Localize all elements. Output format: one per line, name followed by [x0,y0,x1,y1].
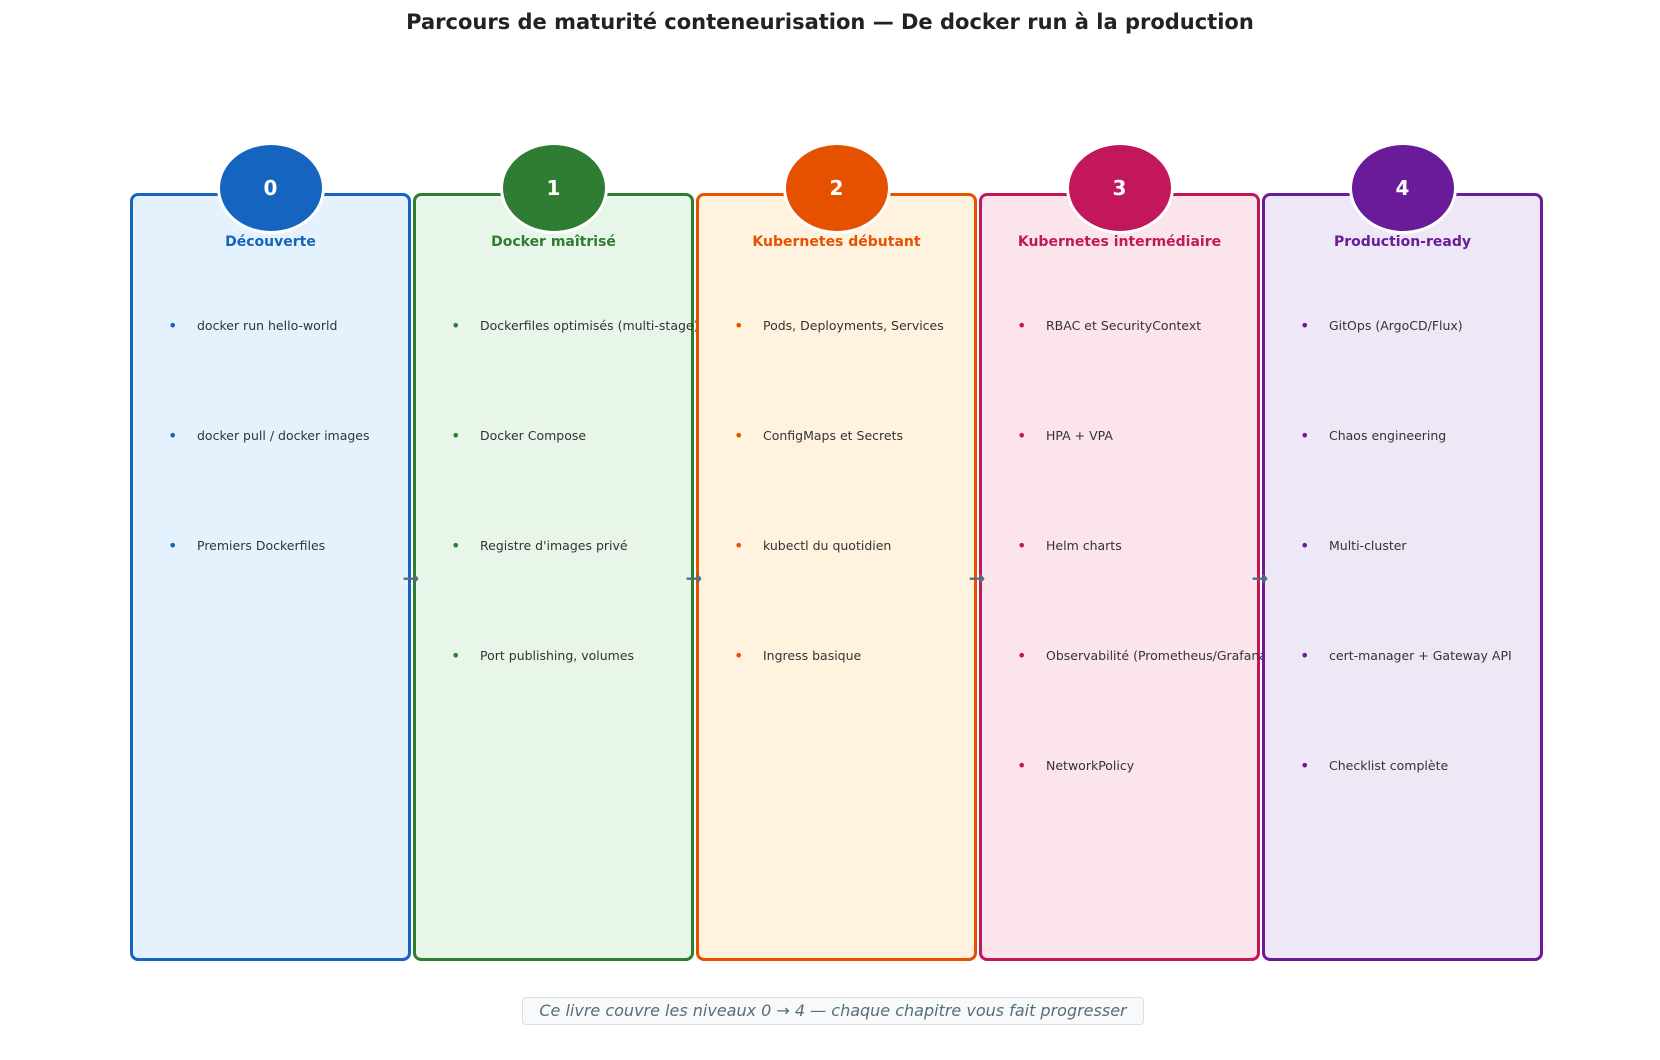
stage-title: Kubernetes débutant [752,234,921,250]
stage-item-text: ConfigMaps et Secrets [763,428,904,443]
bullet-icon: • [734,426,744,445]
stage-item-text: cert-manager + Gateway API [1329,648,1512,663]
stage-item-text: docker run hello-world [197,318,338,333]
stage-item-text: HPA + VPA [1046,428,1113,443]
stage-title: Docker maîtrisé [491,234,616,250]
bullet-icon: • [1300,646,1310,665]
stage-title: Production-ready [1334,234,1471,250]
bullet-icon: • [168,316,178,335]
bullet-icon: • [1017,426,1027,445]
footer-note: Ce livre couvre les niveaux 0 → 4 — chaq… [522,997,1144,1025]
stage-item-text: Helm charts [1046,538,1122,553]
arrow-right-icon: → [968,566,986,590]
arrow-right-icon: → [685,566,703,590]
stage-title: Kubernetes intermédiaire [1017,234,1222,250]
bullet-icon: • [1300,316,1310,335]
bullet-icon: • [1300,426,1310,445]
stage-item-text: Port publishing, volumes [480,648,635,663]
stage-item-text: docker pull / docker images [197,428,370,443]
bullet-icon: • [451,536,461,555]
stage-number-badge: 3 [1065,142,1174,234]
stage-number-badge: 1 [499,142,608,234]
stage-item-text: GitOps (ArgoCD/Flux) [1329,318,1463,333]
stage-item-text: kubectl du quotidien [763,538,892,553]
bullet-icon: • [451,316,461,335]
bullet-icon: • [734,536,744,555]
stage-item-text: Docker Compose [480,428,587,443]
bullet-icon: • [1300,536,1310,555]
diagram-title: Parcours de maturité conteneurisation — … [406,10,1254,34]
stage-item-text: RBAC et SecurityContext [1046,318,1202,333]
stage-number-badge: 0 [216,142,325,234]
stage-item-text: Ingress basique [763,648,862,663]
bullet-icon: • [1300,756,1310,775]
stage-card-1: Docker maîtrisé • Dockerfiles optimisés (m… [413,193,699,961]
bullet-icon: • [1017,316,1027,335]
stage-card-0: Découverte • docker run hello-world • docker… [130,193,411,961]
stage-number-badge: 2 [782,142,891,234]
bullet-icon: • [451,426,461,445]
bullet-icon: • [734,316,744,335]
arrow-right-icon: → [1251,566,1269,590]
bullet-icon: • [1017,536,1027,555]
bullet-icon: • [1017,646,1027,665]
stage-item-text: Chaos engineering [1329,428,1447,443]
stage-item-text: Pods, Deployments, Services [763,318,944,333]
stage-title: Découverte [225,234,316,250]
bullet-icon: • [168,536,178,555]
stage-item-text: Checklist complète [1329,758,1449,773]
bullet-icon: • [1017,756,1027,775]
stage-card-4: Production-ready • GitOps (ArgoCD/Flux) • Ch… [1262,193,1543,961]
stage-number-badge: 4 [1348,142,1457,234]
bullet-icon: • [734,646,744,665]
stage-item-text: Observabilité (Prometheus/Grafana) [1046,648,1272,663]
bullet-icon: • [451,646,461,665]
stage-item-text: Dockerfiles optimisés (multi-stage) [480,318,699,333]
bullet-icon: • [168,426,178,445]
stage-card-3: Kubernetes intermédiaire • RBAC et Securit… [979,193,1272,961]
stage-item-text: Registre d'images privé [480,538,628,553]
stage-item-text: NetworkPolicy [1046,758,1135,773]
arrow-right-icon: → [402,566,420,590]
stage-item-text: Premiers Dockerfiles [197,538,326,553]
stage-item-text: Multi-cluster [1329,538,1407,553]
stage-card-2: Kubernetes débutant • Pods, Deployments, S… [696,193,977,961]
